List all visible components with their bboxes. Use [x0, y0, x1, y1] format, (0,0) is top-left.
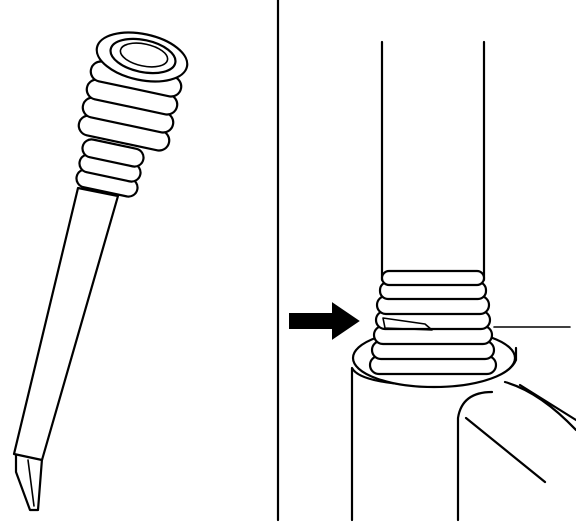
left-panel	[12, 31, 189, 512]
tool-threaded-head	[75, 31, 189, 198]
alignment-mark	[382, 317, 433, 331]
arrow-right-icon	[289, 302, 360, 340]
tool-shaft	[12, 186, 120, 462]
vertical-tube	[380, 40, 486, 289]
tool-tip	[14, 452, 44, 512]
side-tube	[456, 380, 576, 522]
threaded-collar	[368, 269, 498, 376]
right-panel	[289, 40, 576, 522]
